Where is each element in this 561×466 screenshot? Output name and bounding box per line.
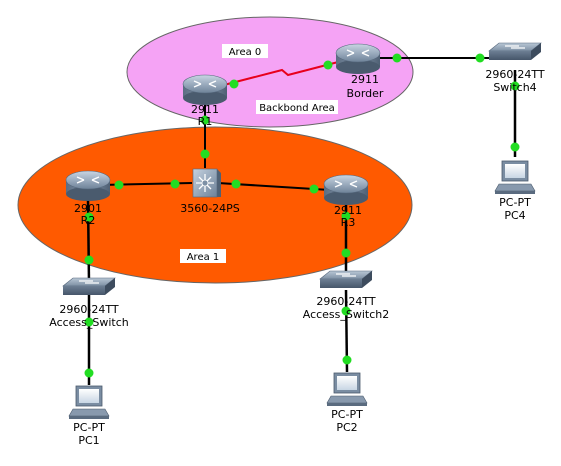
svg-text:PC-PT: PC-PT: [73, 421, 105, 434]
switch-access-switch2[interactable]: 2960-24TT Access_Switch2: [303, 270, 390, 321]
backbone-area-caption: Backbond Area: [256, 100, 338, 114]
svg-text:3560-24PS: 3560-24PS: [180, 202, 240, 215]
multilayer-switch-3560[interactable]: 3560-24PS: [180, 168, 240, 215]
svg-text:R3: R3: [341, 216, 356, 229]
svg-text:PC1: PC1: [78, 434, 99, 447]
svg-text:Access_Switch: Access_Switch: [49, 316, 129, 329]
svg-text:2960-24TT: 2960-24TT: [59, 303, 118, 316]
svg-text:2901: 2901: [74, 202, 102, 215]
pc-icon: [326, 372, 368, 406]
switch-access-switch[interactable]: 2960-24TT Access_Switch: [49, 277, 129, 329]
switch-icon: [62, 277, 116, 295]
router-r3[interactable]: 2911 R3: [323, 174, 369, 229]
svg-text:PC-PT: PC-PT: [499, 196, 531, 209]
svg-text:Switch4: Switch4: [493, 81, 536, 94]
multilayer-switch-icon: [192, 168, 221, 198]
svg-text:PC2: PC2: [336, 421, 357, 434]
area0-label: Area 0: [222, 44, 268, 58]
svg-text:PC4: PC4: [504, 209, 525, 222]
pc-pc1[interactable]: PC-PT PC1: [68, 385, 110, 447]
port-indicators: [84, 53, 520, 378]
svg-text:2960-24TT: 2960-24TT: [485, 68, 544, 81]
pc-pc2[interactable]: PC-PT PC2: [326, 372, 368, 434]
switch-icon: [319, 270, 373, 288]
svg-text:PC-PT: PC-PT: [331, 408, 363, 421]
router-icon: [65, 170, 111, 201]
serial-link-r1-border[interactable]: [219, 60, 343, 87]
pc-pc4[interactable]: PC-PT PC4: [494, 160, 536, 222]
area1-region: [17, 126, 413, 284]
pc-icon: [68, 385, 110, 419]
svg-text:Border: Border: [347, 87, 384, 100]
switch-switch4[interactable]: 2960-24TT Switch4: [485, 42, 545, 94]
svg-text:R1: R1: [198, 115, 213, 128]
svg-text:Backbond Area: Backbond Area: [259, 103, 335, 114]
svg-text:2911: 2911: [351, 73, 379, 86]
pc-icon: [494, 160, 536, 194]
svg-text:Access_Switch2: Access_Switch2: [303, 308, 390, 321]
svg-text:Area 1: Area 1: [187, 252, 220, 263]
router-icon: [182, 74, 228, 105]
router-r1[interactable]: 2911 R1: [182, 74, 228, 128]
svg-text:2911: 2911: [191, 103, 219, 116]
svg-text:2911: 2911: [334, 204, 362, 217]
area1-label: Area 1: [180, 249, 226, 263]
router-border[interactable]: 2911 Border: [335, 43, 384, 100]
router-icon: [323, 174, 369, 205]
router-r2[interactable]: 2901 R2: [65, 170, 111, 227]
svg-text:R2: R2: [81, 214, 96, 227]
switch-icon: [488, 42, 542, 60]
router-icon: [335, 43, 381, 74]
svg-text:Area 0: Area 0: [229, 47, 262, 58]
svg-text:2960-24TT: 2960-24TT: [316, 295, 375, 308]
